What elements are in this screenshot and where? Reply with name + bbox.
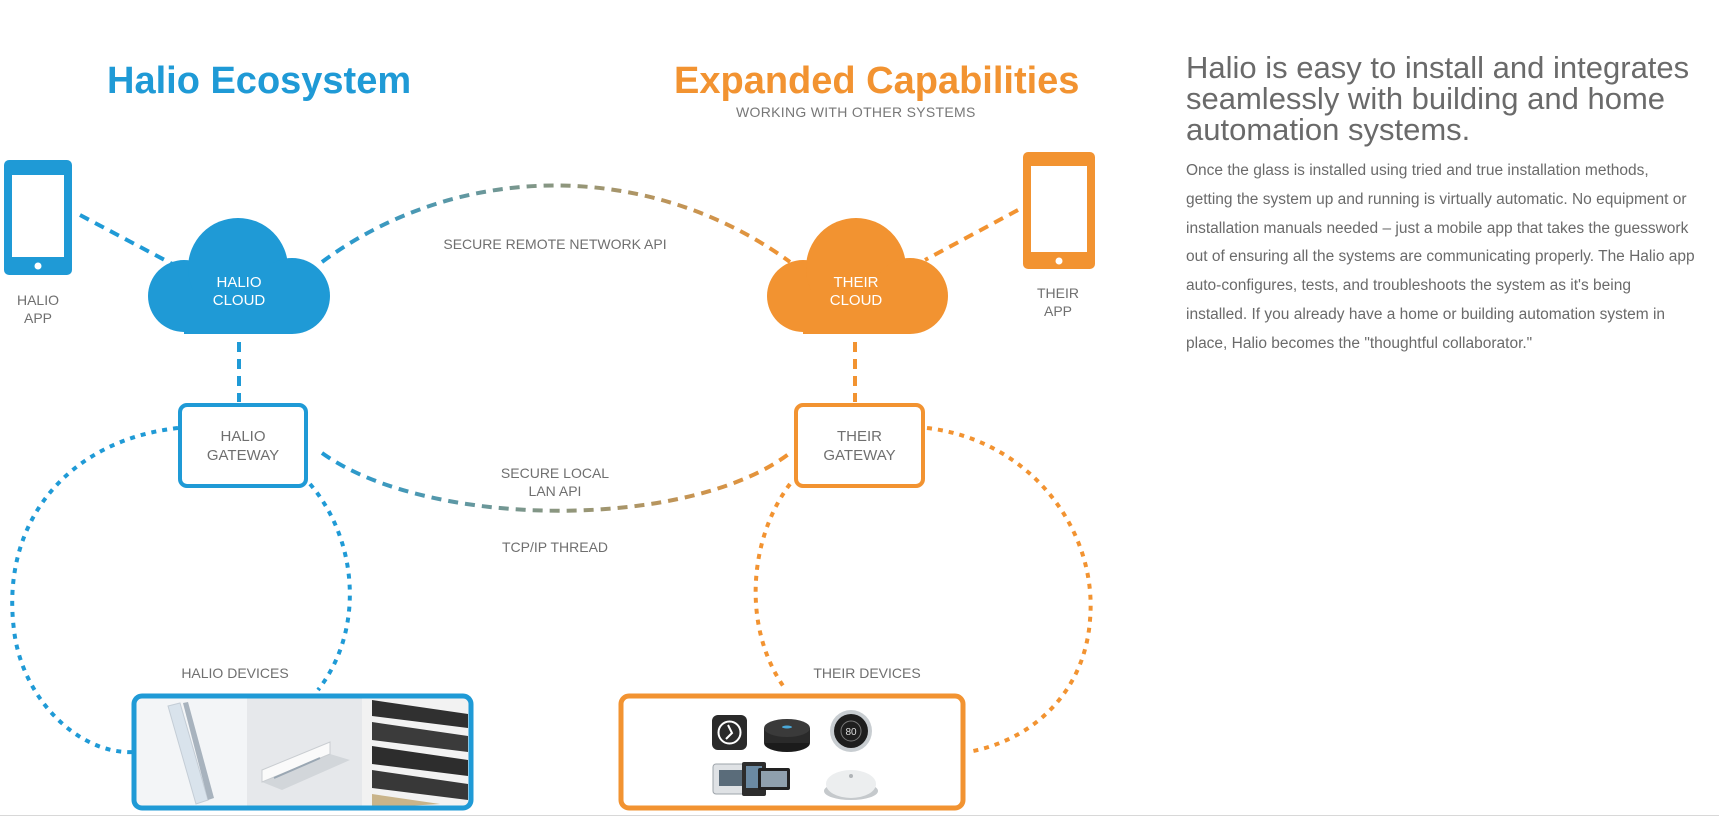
their-devices-label: THEIR DEVICES	[813, 665, 921, 681]
halio-gateway-label: HALIO GATEWAY	[206, 428, 280, 464]
their-phone-icon	[1023, 152, 1095, 269]
description-body: Once the glass is installed using tried …	[1186, 162, 1695, 352]
crestron-icon	[712, 715, 747, 750]
their-devices-panel: 80	[618, 693, 966, 811]
expanded-capabilities-heading: Expanded Capabilities	[674, 60, 1080, 102]
halio-phone-icon	[4, 160, 72, 275]
their-gateway-box	[794, 403, 925, 488]
halio-cloud-icon	[148, 218, 330, 334]
lan-api-label: SECURE LOCAL LAN API	[500, 465, 610, 499]
thermostat-reading: 80	[845, 727, 857, 738]
description-panel: Halio is easy to install and integrates …	[1186, 52, 1696, 359]
nest-thermostat-icon: 80	[830, 710, 872, 752]
wall-panel-icon	[712, 762, 790, 796]
remote-api-label: SECURE REMOTE NETWORK API	[443, 236, 667, 252]
halio-devices-panel	[131, 693, 474, 811]
description-title: Halio is easy to install and integrates …	[1186, 50, 1690, 147]
working-with-other-systems-subheading: WORKING WITH OTHER SYSTEMS	[736, 104, 976, 120]
halio-remote-photo	[134, 696, 247, 808]
tcp-ip-label: TCP/IP THREAD	[501, 539, 609, 555]
halio-smart-glass-photo	[362, 696, 471, 808]
remote-api-link	[320, 183, 792, 264]
their-gateway-label: THEIR GATEWAY	[823, 428, 896, 464]
halio-wall-switch-photo	[247, 696, 362, 808]
halio-ecosystem-heading: Halio Ecosystem	[107, 60, 412, 102]
their-cloud-label: THEIR CLOUD	[829, 274, 883, 309]
their-device-loop-left	[753, 482, 792, 692]
halio-device-loop-right	[308, 482, 352, 692]
lan-api-link	[320, 451, 792, 513]
halio-app-link	[79, 213, 177, 268]
halio-device-loop	[10, 426, 179, 755]
bottom-divider	[0, 815, 1719, 816]
halio-app-label: HALIO APP	[16, 292, 59, 326]
their-app-link	[924, 208, 1019, 262]
their-cloud-icon	[767, 218, 948, 334]
halio-gateway-box	[178, 403, 308, 488]
halio-devices-label: HALIO DEVICES	[181, 665, 289, 681]
halio-cloud-label: HALIO CLOUD	[212, 274, 266, 309]
their-app-label: THEIR APP	[1037, 285, 1079, 319]
echo-speaker-icon	[764, 719, 810, 752]
smart-hub-icon	[824, 770, 878, 800]
